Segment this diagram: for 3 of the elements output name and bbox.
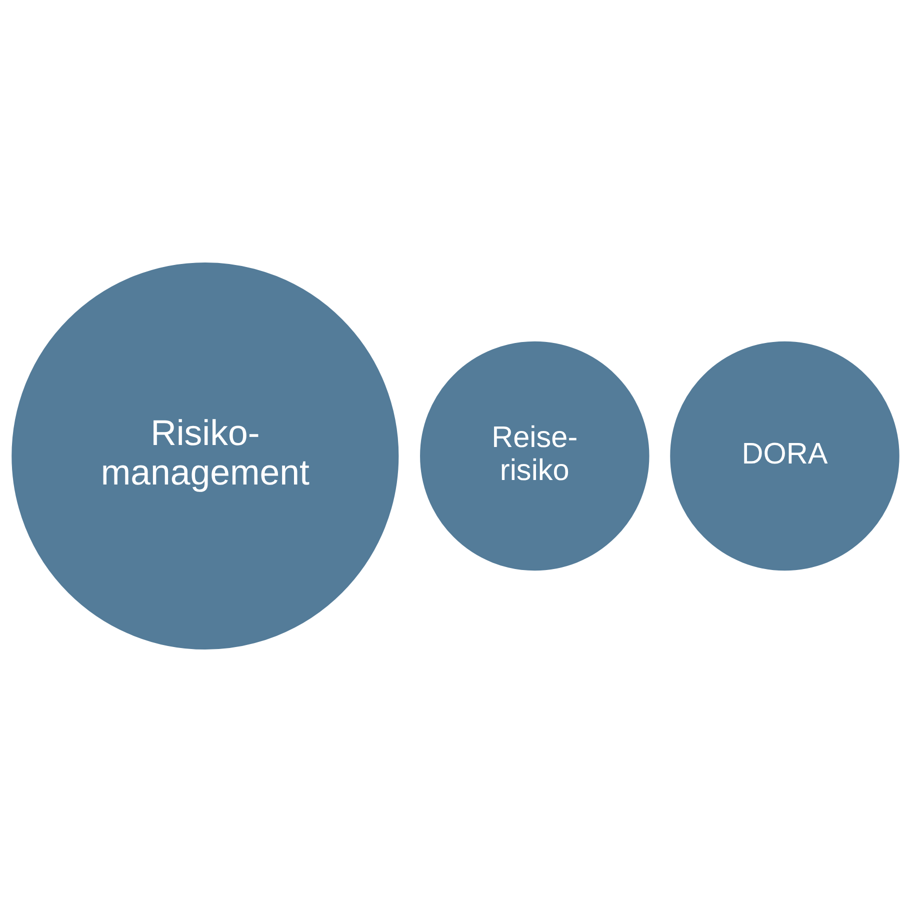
node-circle: Reise- risiko [420,340,650,570]
node-circle: Risiko- management [12,262,399,650]
node-circle: DORA [670,340,900,570]
